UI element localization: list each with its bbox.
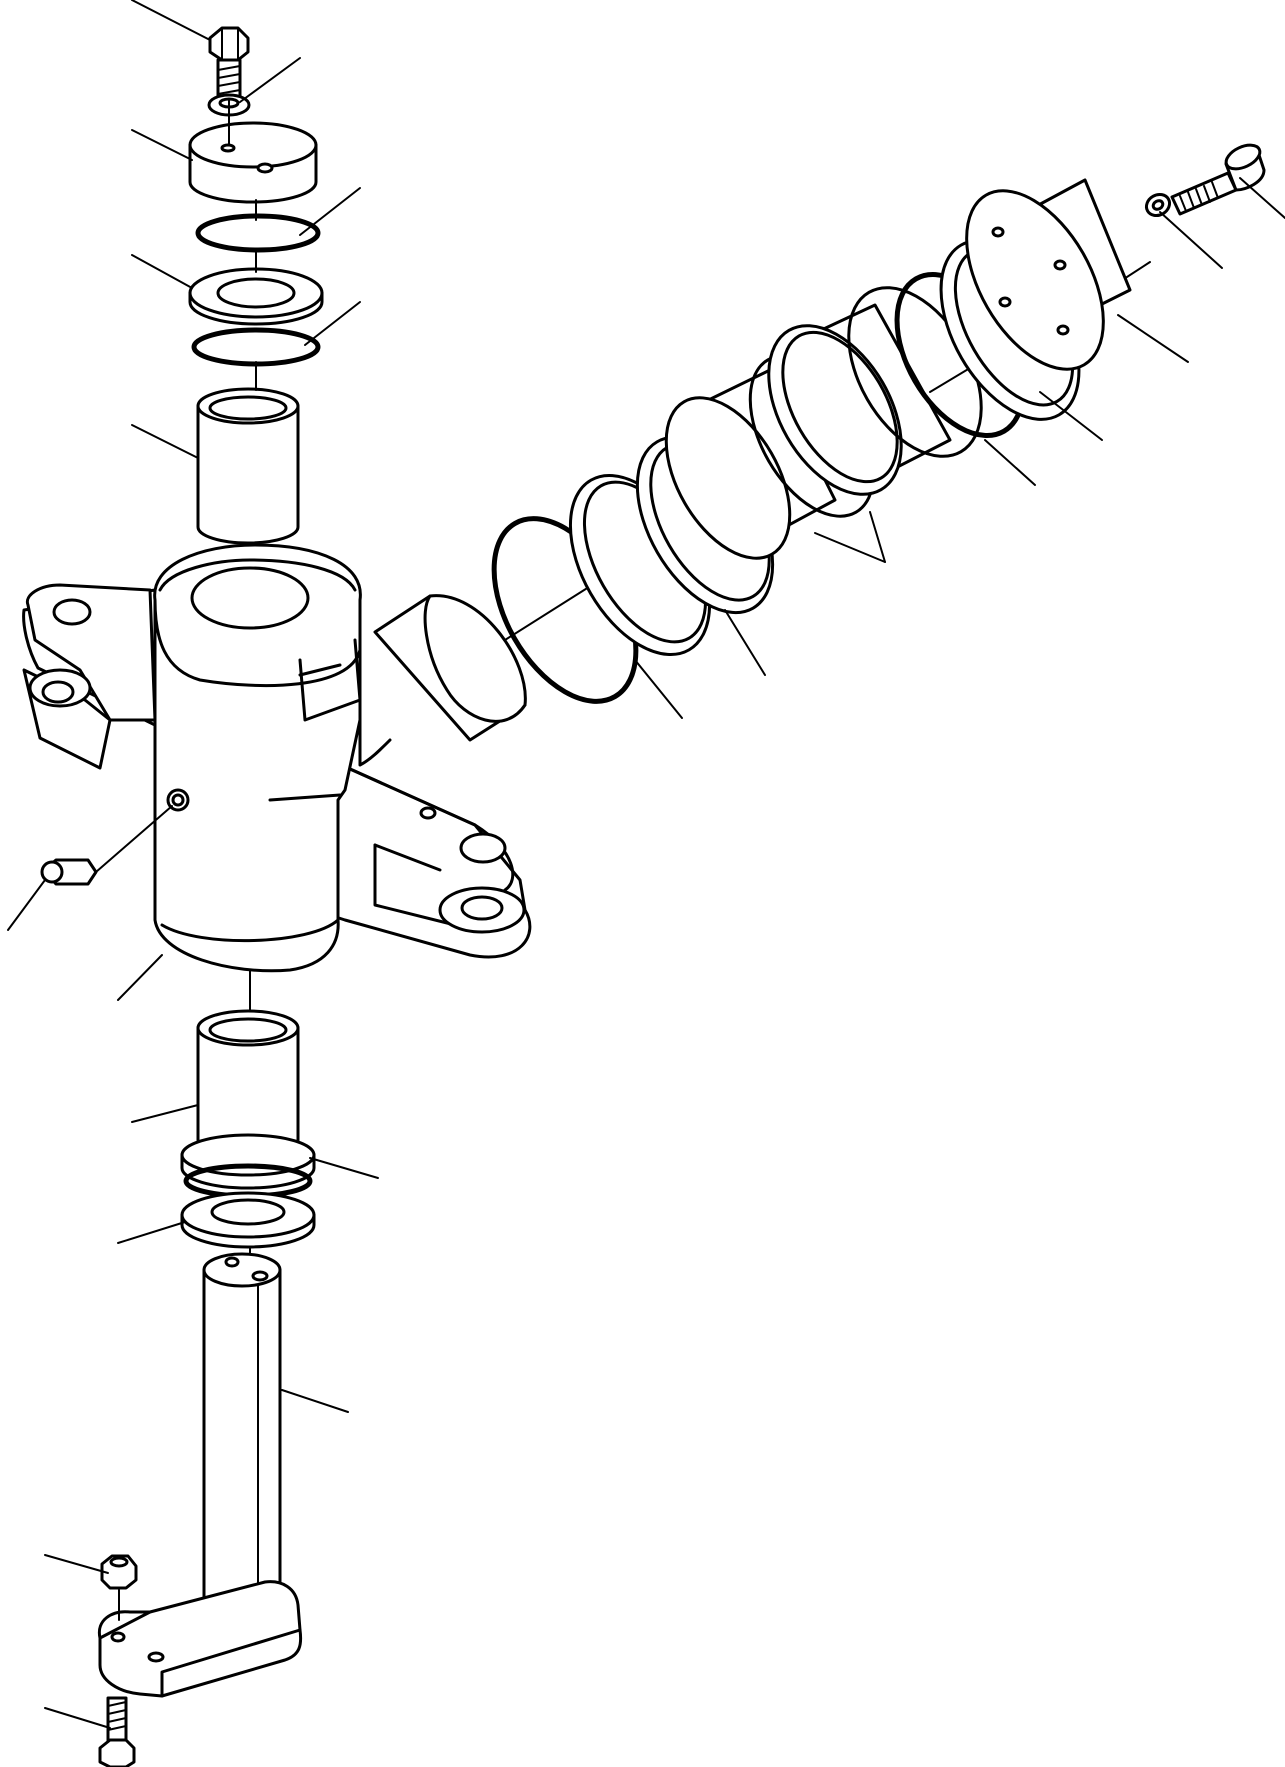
part-grease-fitting bbox=[40, 805, 173, 886]
part-top-cap bbox=[188, 121, 318, 204]
part-lower-oring bbox=[180, 1133, 316, 1199]
leader-9 bbox=[1159, 211, 1223, 269]
leader-4 bbox=[299, 187, 361, 236]
leader-19 bbox=[309, 1157, 379, 1179]
part-steering-knuckle bbox=[22, 543, 532, 973]
leader-11 bbox=[1039, 391, 1103, 441]
leader-17 bbox=[117, 954, 163, 1001]
leader-16 bbox=[7, 879, 46, 931]
part-top-oring-1 bbox=[195, 213, 321, 253]
leader-22 bbox=[44, 1554, 109, 1574]
leader-18 bbox=[131, 1104, 199, 1123]
leader-15 bbox=[634, 659, 683, 719]
part-axle-sleeve bbox=[767, 286, 983, 496]
part-top-thrust-washer bbox=[188, 267, 324, 326]
leader-8 bbox=[1239, 177, 1285, 219]
part-axle-end-plate bbox=[965, 178, 1132, 371]
leader-23 bbox=[44, 1707, 111, 1729]
leader-21 bbox=[281, 1389, 349, 1413]
leader-12 bbox=[984, 439, 1036, 486]
part-axle-bolt bbox=[1170, 143, 1266, 216]
part-axle-bushing bbox=[664, 354, 876, 560]
part-axle-washer bbox=[1144, 192, 1172, 218]
leader-2 bbox=[239, 57, 301, 103]
leader-5 bbox=[131, 254, 193, 289]
part-king-pin-plate bbox=[97, 1580, 303, 1698]
leader-6 bbox=[304, 301, 361, 346]
leader-20 bbox=[117, 1221, 186, 1244]
part-top-oring-2 bbox=[191, 327, 321, 367]
leader-10 bbox=[1117, 314, 1189, 363]
part-top-bolt bbox=[208, 26, 250, 104]
leader-lines bbox=[7, 0, 1285, 1729]
leader-3 bbox=[131, 129, 193, 161]
leader-7 bbox=[131, 424, 199, 459]
leader-13 bbox=[869, 511, 886, 563]
leader-13b bbox=[814, 532, 886, 563]
leader-1 bbox=[131, 0, 211, 41]
part-top-bushing bbox=[196, 387, 300, 545]
leader-14 bbox=[724, 609, 766, 676]
part-axle-stub bbox=[373, 594, 527, 742]
part-plate-bolt bbox=[98, 1696, 136, 1767]
part-nut bbox=[100, 1554, 138, 1621]
part-lower-thrust-washer bbox=[180, 1191, 316, 1249]
part-king-pin bbox=[202, 1252, 282, 1607]
